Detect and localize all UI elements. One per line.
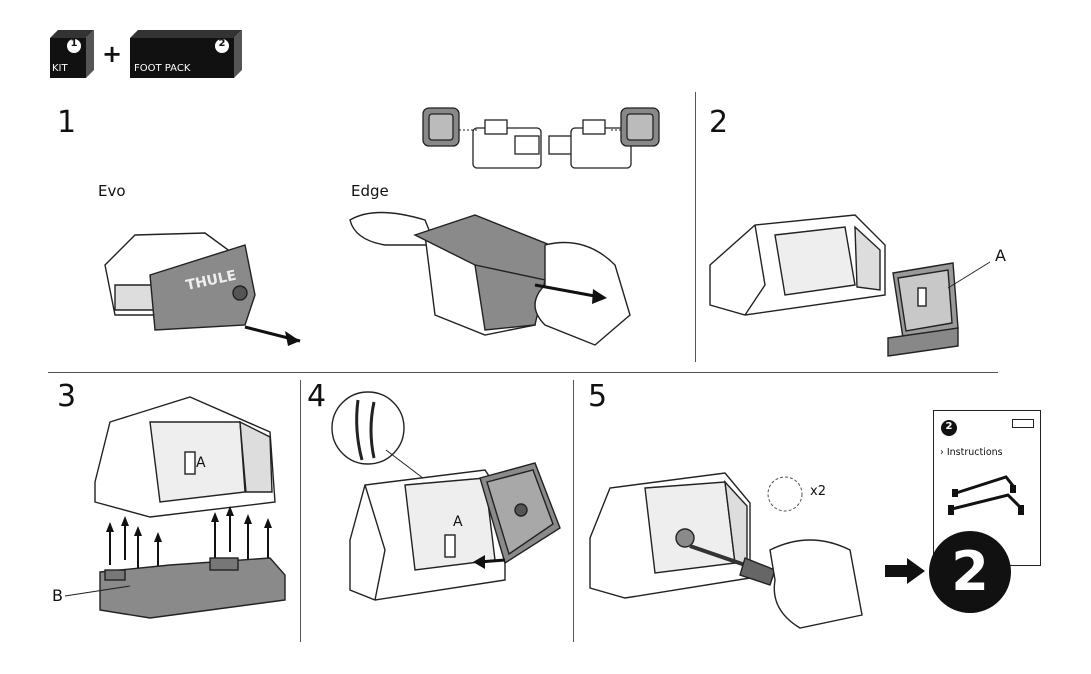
hand-screwdriver-illustration — [690, 520, 865, 630]
variant-edge-label: Edge — [351, 184, 389, 199]
variant-evo-label: Evo — [98, 184, 126, 199]
arrow-insert-icon — [473, 555, 505, 569]
booklet-tab-icon — [1012, 419, 1034, 428]
divider-step3-step4 — [300, 380, 301, 642]
divider-step1-step2 — [695, 92, 696, 362]
foot-pack-number: 2 — [217, 38, 227, 49]
screw-detail-circle-icon — [765, 474, 805, 514]
callout-b: B — [52, 588, 63, 604]
callout-a: A — [995, 248, 1006, 264]
divider-step4-step5 — [573, 380, 574, 642]
foot-pack-label: FOOT PACK — [134, 63, 190, 74]
step-4-number: 4 — [307, 382, 326, 412]
step-3-number: 3 — [57, 382, 76, 412]
kit-label: KIT — [52, 63, 68, 74]
connector-detail-illustration — [415, 100, 675, 180]
big-number: 2 — [928, 540, 1012, 604]
step-1-number: 1 — [57, 108, 76, 138]
pad-b-illustration — [90, 510, 290, 620]
roof-bars-icon — [946, 473, 1034, 521]
part-mark-a-step4: A — [453, 515, 463, 529]
foot-cover-step4-illustration — [475, 458, 570, 568]
arrow-pull-evo-icon — [245, 327, 300, 346]
edge-foot-illustration — [345, 205, 645, 355]
repeat-count: x2 — [810, 485, 826, 498]
booklet-number: 2 — [940, 421, 958, 432]
part-mark-a-step3: A — [196, 456, 206, 470]
detail-magnifier-illustration — [330, 390, 410, 470]
foot-frame-step3-illustration — [90, 392, 285, 522]
booklet-title: › Instructions — [940, 447, 1003, 458]
arrow-right-icon — [885, 558, 925, 584]
foot-frame-step2-illustration — [705, 205, 895, 325]
step-5-number: 5 — [588, 382, 607, 412]
evo-foot-illustration: THULE — [95, 205, 315, 355]
step-2-number: 2 — [709, 108, 728, 138]
divider-row — [48, 372, 998, 373]
kit-number: 1 — [69, 38, 79, 49]
adapter-plate-a-illustration — [878, 258, 978, 363]
plus-sign: + — [102, 40, 122, 68]
